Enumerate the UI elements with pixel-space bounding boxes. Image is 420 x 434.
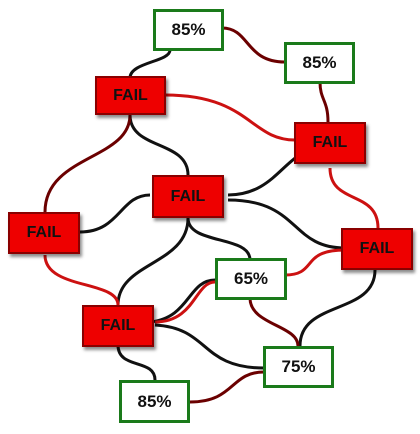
node-n3-label: FAIL xyxy=(113,86,148,104)
wire-n1-n2 xyxy=(221,26,286,64)
wire-n5-n9 xyxy=(116,217,190,306)
node-n11: 85% xyxy=(119,380,190,423)
wire-n3-n6 xyxy=(43,114,132,213)
node-n10: 75% xyxy=(263,346,334,388)
node-n9: FAIL xyxy=(82,305,154,347)
node-n2: 85% xyxy=(284,42,355,84)
wire-n7-n8 xyxy=(284,248,346,277)
wire-n8-n10 xyxy=(248,297,300,347)
wire-n3-n4 xyxy=(164,93,296,142)
node-n2-label: 85% xyxy=(302,53,337,72)
wire-n9-n10 xyxy=(154,323,265,370)
wire-n2-n4 xyxy=(318,81,330,123)
node-n5: FAIL xyxy=(152,175,224,218)
wire-n3-n5 xyxy=(128,114,190,176)
node-n4: FAIL xyxy=(294,122,366,164)
node-n6: FAIL xyxy=(8,212,80,254)
wire-n9-n11 xyxy=(116,344,157,381)
wire-n5-n7 xyxy=(227,198,346,250)
node-n9-label: FAIL xyxy=(100,317,136,334)
node-n1-label: 85% xyxy=(171,20,206,39)
node-n4-label: FAIL xyxy=(312,134,348,151)
wire-n7-n10 xyxy=(298,269,377,347)
node-n11-label: 85% xyxy=(137,391,172,411)
node-n7: FAIL xyxy=(341,228,413,270)
node-n7-label: FAIL xyxy=(359,240,395,257)
node-n10-label: 75% xyxy=(281,357,316,376)
node-n5-label: FAIL xyxy=(170,187,206,205)
node-n8-label: 65% xyxy=(233,269,269,288)
node-n3: FAIL xyxy=(95,76,166,115)
wire-n8-n9-red xyxy=(154,280,216,324)
wire-n6-n9 xyxy=(43,254,120,306)
wire-n4-n7 xyxy=(328,167,380,229)
wire-n1-n3 xyxy=(128,49,172,79)
wire-n5-n6 xyxy=(79,193,151,234)
wire-n11-n10 xyxy=(189,370,265,404)
node-n6-label: FAIL xyxy=(26,224,62,241)
node-n1: 85% xyxy=(153,9,224,51)
wire-n5-n8 xyxy=(186,217,252,261)
wire-n8-n9 xyxy=(149,278,216,324)
node-n8: 65% xyxy=(215,258,287,300)
